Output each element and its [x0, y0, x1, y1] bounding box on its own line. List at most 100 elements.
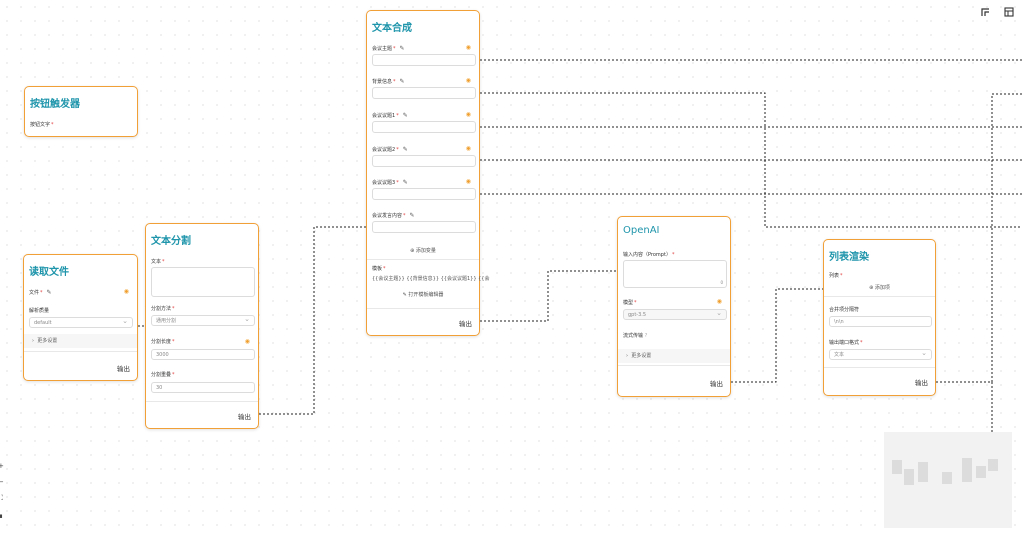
text-label: 文本*	[151, 259, 165, 265]
field-label-issue3: 会议议题3*✎	[372, 179, 408, 186]
list-label: 列表*	[829, 273, 843, 279]
eye-icon[interactable]: ◉	[465, 111, 471, 118]
divider	[824, 296, 935, 297]
field-input-topic[interactable]	[372, 54, 476, 66]
overlap-label: 分割重叠*	[151, 372, 175, 378]
minimap-node	[962, 458, 972, 482]
minimap[interactable]	[884, 432, 1012, 528]
output-port[interactable]: 输出	[915, 379, 928, 387]
panel-icon[interactable]	[1004, 7, 1014, 20]
more-settings[interactable]: › 更多设置	[618, 349, 730, 363]
prompt-input[interactable]: 0	[623, 260, 727, 288]
edge-compose-openai	[480, 270, 618, 322]
zoom-out-icon[interactable]: −	[0, 478, 4, 486]
format-label: 输出端口格式*	[829, 340, 863, 346]
eye-icon[interactable]: ◉	[716, 298, 722, 305]
eye-icon[interactable]: ◉	[244, 338, 250, 345]
eye-icon[interactable]: ◉	[123, 288, 129, 295]
prompt-label: 输入内容（Prompt）*	[623, 252, 675, 258]
minimap-node	[918, 462, 928, 482]
separator-input[interactable]: \n\n	[829, 316, 932, 327]
method-select[interactable]: 通用分割	[151, 314, 255, 326]
divider	[618, 365, 730, 366]
node-title: 读取文件	[29, 267, 69, 278]
node-title: 列表渲染	[829, 252, 869, 263]
model-select[interactable]: gpt-3.5	[623, 308, 727, 320]
edit-icon: ✎	[402, 112, 408, 119]
parse-select[interactable]: default	[29, 316, 133, 328]
field-input-issue1[interactable]	[372, 121, 476, 133]
more-settings[interactable]: › 更多设置	[24, 334, 137, 348]
length-input[interactable]: 3000	[151, 349, 255, 360]
node-title: 按钮触发器	[30, 99, 80, 110]
eye-icon[interactable]: ◉	[465, 178, 471, 185]
node-title: 文本合成	[372, 23, 412, 34]
field-label-speech: 会议发言内容*✎	[372, 212, 415, 219]
field-label: 按钮文字*	[30, 122, 54, 128]
divider	[146, 401, 258, 402]
edge-textsplit-compose	[259, 226, 368, 415]
field-input-issue3[interactable]	[372, 188, 476, 200]
field-input-speech[interactable]	[372, 221, 476, 233]
minimap-node	[942, 472, 952, 484]
field-label-issue2: 会议议题2*✎	[372, 146, 408, 153]
add-item-button[interactable]: ⊕ 添加项	[869, 285, 890, 291]
help-icon: ?	[644, 333, 648, 339]
stream-label: 流式传输 ?	[623, 333, 648, 339]
open-template-editor-button[interactable]: ✎ 打开模板编辑器	[402, 292, 444, 298]
edit-icon: ✎	[402, 179, 408, 186]
node-title: OpenAI	[623, 225, 660, 236]
model-label: 模型*	[623, 300, 637, 306]
edit-icon: ✎	[409, 212, 415, 219]
output-port[interactable]: 输出	[710, 380, 723, 388]
node-openai[interactable]: OpenAI 输入内容（Prompt）* 0 模型* ◉ gpt-3.5 流式传…	[617, 216, 731, 397]
edit-icon: ✎	[46, 289, 52, 296]
output-port[interactable]: 输出	[117, 365, 130, 373]
field-label-issue1: 会议议题1*✎	[372, 112, 408, 119]
output-port[interactable]: 输出	[238, 413, 251, 421]
eye-icon[interactable]: ◉	[465, 44, 471, 51]
zoom-in-icon[interactable]: +	[0, 462, 4, 470]
divider	[367, 259, 479, 260]
node-text-compose[interactable]: 文本合成 会议主题*✎ ◉ 背景信息*✎ ◉ 会议议题1*✎ ◉ 会议议题2*✎…	[366, 10, 490, 336]
fit-view-icon[interactable]: ⛶	[0, 494, 3, 502]
field-label-background: 背景信息*✎	[372, 78, 405, 85]
node-title: 文本分割	[151, 236, 191, 247]
eye-icon[interactable]: ◉	[465, 77, 471, 84]
edit-icon: ✎	[399, 78, 405, 85]
divider	[24, 351, 137, 352]
parse-label: 解析质量	[29, 308, 50, 314]
node-text-split[interactable]: 文本分割 文本* 分割方法* 通用分割 分割长度* ◉ 3000 分割重叠* 3…	[145, 223, 259, 429]
node-button-trigger[interactable]: 按钮触发器 按钮文字*	[24, 86, 138, 137]
field-label-topic: 会议主题*✎	[372, 45, 405, 52]
edge-openai-listrender	[731, 288, 824, 383]
method-label: 分割方法*	[151, 306, 175, 312]
divider	[824, 367, 935, 368]
field-input-background[interactable]	[372, 87, 476, 99]
lock-icon[interactable]: ▪	[0, 512, 3, 520]
node-read-file[interactable]: 读取文件 文件*✎ ◉ 解析质量 default › 更多设置 输出	[23, 254, 138, 381]
minimap-node	[988, 459, 998, 471]
format-select[interactable]: 文本	[829, 348, 932, 360]
file-label: 文件*✎	[29, 289, 52, 296]
edge-listrender-out	[936, 93, 1022, 383]
overlap-input[interactable]: 30	[151, 382, 255, 393]
add-variable-button[interactable]: ⊕ 添加变量	[410, 248, 436, 254]
minimap-node	[892, 460, 902, 474]
edit-icon: ✎	[402, 146, 408, 153]
divider	[367, 308, 479, 309]
field-input-issue2[interactable]	[372, 155, 476, 167]
eye-icon[interactable]: ◉	[465, 145, 471, 152]
template-preview: {{会议主题}} {{背景信息}} {{会议议题1}} {{会	[372, 276, 490, 282]
output-port[interactable]: 输出	[459, 320, 472, 328]
minimap-node	[904, 469, 914, 485]
edit-icon: ✎	[399, 45, 405, 52]
minimap-node	[976, 466, 986, 478]
text-input[interactable]	[151, 267, 255, 297]
node-list-render[interactable]: 列表渲染 列表* ⊕ 添加项 合并项分隔符 \n\n 输出端口格式* 文本 输出	[823, 239, 936, 396]
layout-icon[interactable]	[981, 7, 991, 20]
template-label: 模板*	[372, 266, 386, 272]
length-label: 分割长度*	[151, 339, 175, 345]
separator-label: 合并项分隔符	[829, 307, 860, 313]
